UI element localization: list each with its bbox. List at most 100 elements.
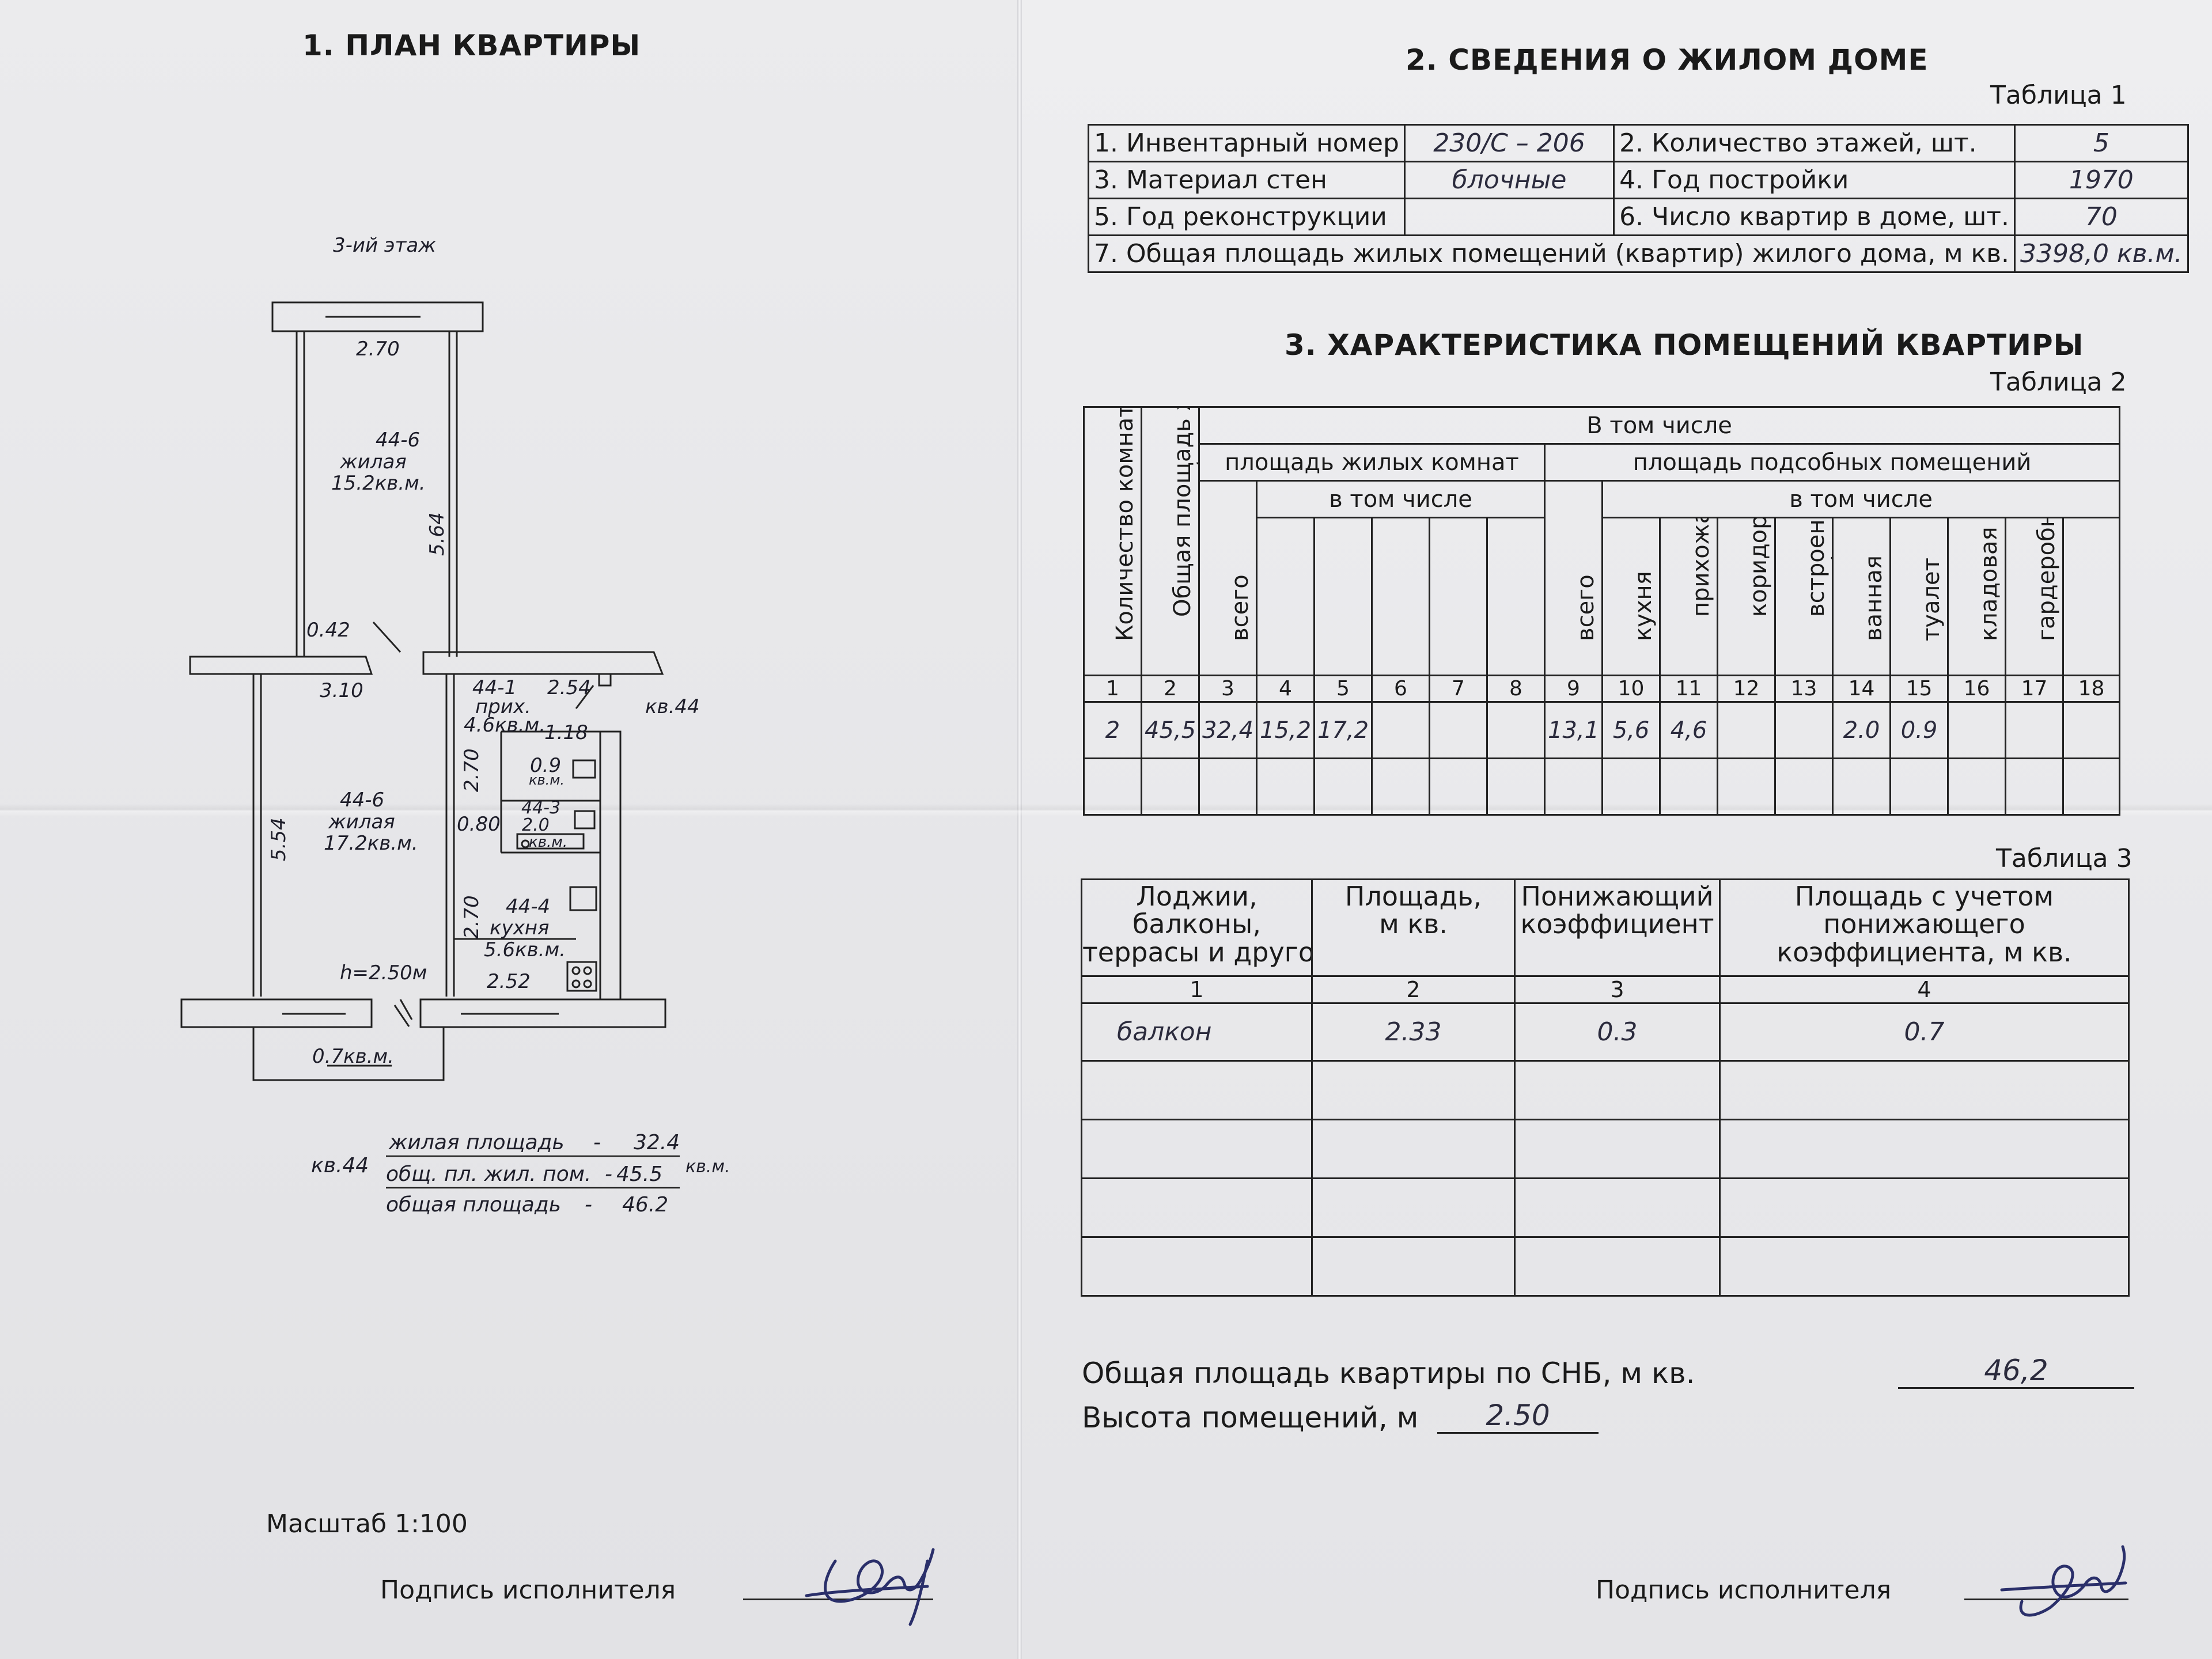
cell-value: 0.9 — [1889, 701, 1949, 759]
total-area-value: 46,2 — [1898, 1354, 2134, 1389]
col-num: 5 — [1313, 675, 1373, 703]
col-num: 7 — [1429, 675, 1488, 703]
summary-sep-2: - — [605, 1162, 612, 1186]
t1-label: 3. Материал стен — [1088, 161, 1406, 199]
t1-value — [1403, 198, 1615, 236]
dim-2-70-a: 2.70 — [460, 748, 483, 792]
cell-value — [1371, 701, 1430, 759]
kitchen-id: 44-4 — [506, 895, 550, 918]
col-rooms: Количество комнат — [1083, 406, 1142, 676]
t1-label: 7. Общая площадь жилых помещений (кварти… — [1087, 234, 2016, 273]
t1-value: 5 — [2014, 124, 2189, 162]
balcony-table: Лоджии,балконы,террасы и другое Площадь,… — [1081, 878, 2130, 1297]
col-living-6 — [1371, 517, 1430, 676]
col-18 — [2062, 517, 2121, 676]
house-info-table: 1. Инвентарный номер 230/С – 206 2. Коли… — [1087, 124, 2189, 273]
header-living: площадь жилых комнат — [1198, 443, 1546, 482]
cell-value — [1429, 701, 1488, 759]
cell-value: 15,2 — [1256, 701, 1315, 759]
t1-value: 230/С – 206 — [1403, 124, 1615, 162]
table3-caption: Таблица 3 — [1996, 844, 2133, 873]
cell-value — [1774, 701, 1834, 759]
header-incl-aux: в том числе — [1601, 480, 2121, 518]
col-num: 1 — [1083, 675, 1142, 703]
cell-value — [2005, 701, 2064, 759]
scale-label: Масштаб 1:100 — [266, 1509, 468, 1539]
vertical-fold — [1017, 0, 1022, 1659]
dim-5-54: 5.54 — [267, 817, 290, 861]
dim-5-64: 5.64 — [426, 512, 449, 556]
cell-value — [1947, 701, 2006, 759]
summary-unit: кв.м. — [685, 1157, 730, 1177]
right-signature-label: Подпись исполнителя — [1596, 1575, 1892, 1605]
table1-caption: Таблица 1 — [1990, 81, 2127, 110]
floor-label: 3-ий этаж — [333, 234, 436, 257]
col-num: 18 — [2062, 675, 2121, 703]
col-wardrobe: гардеробная — [2005, 517, 2064, 676]
header-incl-living: в том числе — [1256, 480, 1546, 518]
cell-value: 0.3 — [1514, 1002, 1721, 1062]
dim-1-18: 1.18 — [544, 721, 588, 744]
bath-area: 2.0 — [522, 815, 550, 835]
bath-unit: кв.м. — [529, 834, 567, 851]
header-incl: В том числе — [1198, 406, 2121, 445]
col-num: 10 — [1601, 675, 1661, 703]
cell-value: балкон — [1081, 1002, 1313, 1062]
left-signature — [801, 1527, 950, 1633]
col-bath: ванная — [1832, 517, 1891, 676]
hall-type: прих. — [475, 695, 531, 718]
dim-2-70-top: 2.70 — [356, 338, 400, 361]
summary-total-label: общая площадь — [386, 1193, 561, 1217]
t1-label: 1. Инвентарный номер — [1088, 124, 1406, 162]
col-num: 17 — [2005, 675, 2064, 703]
cell-value: 2.33 — [1311, 1002, 1516, 1062]
cell-value: 0.7 — [1719, 1002, 2130, 1062]
total-area-label: Общая площадь квартиры по СНБ, м кв. — [1082, 1357, 1695, 1390]
t1-label: 2. Количество этажей, шт. — [1613, 124, 2016, 162]
col-num: 8 — [1486, 675, 1546, 703]
cell-value: 2 — [1083, 701, 1142, 759]
col-num: 9 — [1544, 675, 1603, 703]
hall-id: 44-1 — [472, 676, 517, 699]
col-num: 4 — [1719, 975, 2130, 1004]
left-page — [0, 0, 1020, 1659]
height-label: h=2.50м — [340, 961, 427, 984]
dim-0-80: 0.80 — [457, 813, 501, 836]
col-num: 1 — [1081, 975, 1313, 1004]
t1-label: 5. Год реконструкции — [1088, 198, 1406, 236]
table-row — [1081, 1236, 2130, 1297]
t1-value: 70 — [2014, 198, 2189, 236]
col-living-5 — [1313, 517, 1373, 676]
ceiling-height-value: 2.50 — [1437, 1399, 1599, 1434]
area-summary: кв.44 жилая площадь - 32.4 общ. пл. жил.… — [311, 1126, 749, 1224]
cell-value: 2.0 — [1832, 701, 1891, 759]
summary-living-value: 32.4 — [634, 1131, 680, 1154]
col-hall: прихожая,передняя — [1659, 517, 1718, 676]
kitchen-type: кухня — [490, 916, 549, 940]
t1-value: 3398,0 кв.м. — [2014, 234, 2189, 273]
t1-label: 4. Год постройки — [1613, 161, 2016, 199]
table-row: балкон 2.33 0.3 0.7 — [1081, 1002, 2130, 1062]
table-row — [1081, 1119, 2130, 1179]
floor-plan: 3-ий этаж 2.70 44-6 жилая 15.2кв.м. 0.42… — [173, 225, 749, 1233]
section3-title: 3. ХАРАКТЕРИСТИКА ПОМЕЩЕНИЙ КВАРТИРЫ — [1285, 328, 2084, 362]
col-num: 4 — [1256, 675, 1315, 703]
col-living-7 — [1429, 517, 1488, 676]
column-numbers-row: 1 2 3 4 5 6 7 8 9 10 11 12 13 14 15 16 1… — [1083, 675, 2121, 703]
cell-value: 17,2 — [1313, 701, 1373, 759]
t1-value: 1970 — [2014, 161, 2189, 199]
col-num: 16 — [1947, 675, 2006, 703]
ceiling-height-label: Высота помещений, м — [1082, 1401, 1419, 1434]
summary-total-living-label: общ. пл. жил. пом. — [386, 1162, 591, 1186]
header-aux: площадь подсобных помещений — [1543, 443, 2121, 482]
room1-area: 15.2кв.м. — [331, 472, 426, 495]
room2-id: 44-6 — [340, 789, 384, 812]
kitchen-area: 5.6кв.м. — [484, 938, 566, 961]
summary-sep-3: - — [585, 1193, 592, 1217]
right-signature-line — [1964, 1599, 2128, 1600]
col-num: 11 — [1659, 675, 1718, 703]
